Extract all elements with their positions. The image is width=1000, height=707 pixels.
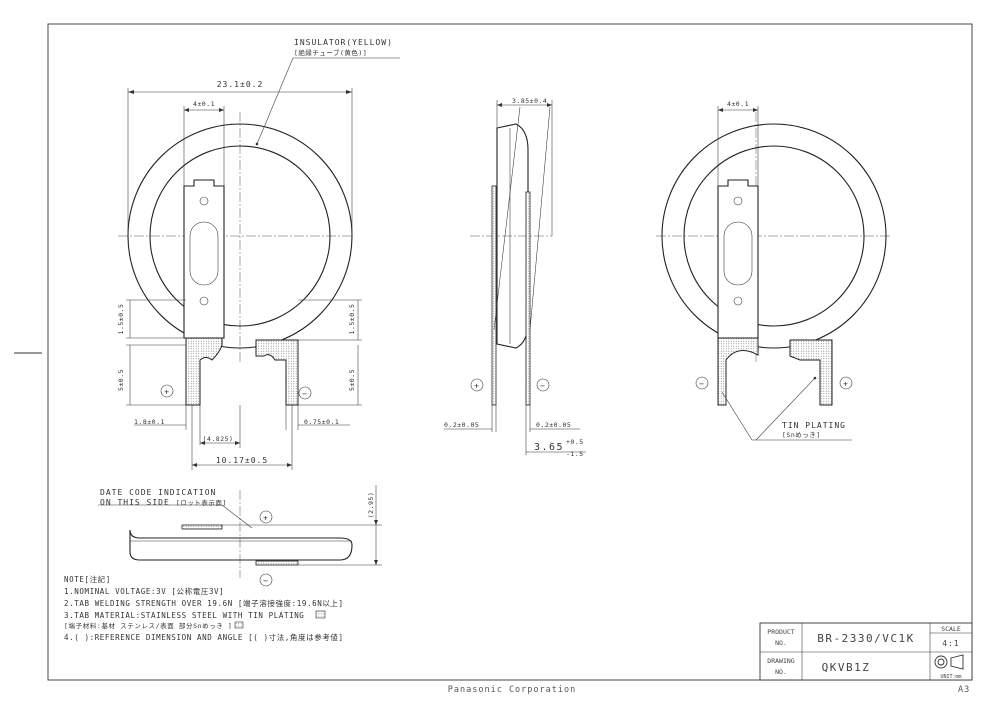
dim-bottom-height: (2.95) <box>367 492 375 518</box>
scale-label: SCALE <box>941 625 961 633</box>
side-lead-right <box>525 191 531 406</box>
date-code-line1: DATE CODE INDICATION <box>100 488 216 497</box>
dim-lead-left: 5±0.5 <box>117 369 125 391</box>
notes-block: NOTE[注記] 1.NOMINAL VOLTAGE:3V [公称電圧3V] 2… <box>64 574 344 642</box>
bottom-cell-profile <box>129 529 353 561</box>
rear-outer-circle <box>661 123 887 349</box>
side-minus-symbol: − <box>540 382 546 391</box>
sheet-frame <box>47 23 973 681</box>
rear-positive-lead <box>717 337 759 406</box>
drawing-label-2: NO. <box>775 668 787 676</box>
title-block: PRODUCT NO. BR-2330/VC1K DRAWING NO. QKV… <box>759 622 973 681</box>
bottom-tab-bottom <box>255 560 299 566</box>
negative-lead <box>255 339 299 406</box>
note-line-4: 4.( ):REFERENCE DIMENSION AND ANGLE [( )… <box>64 632 344 642</box>
dim-tab-width-front: 4±0.1 <box>193 100 215 108</box>
dim-thickness: 3.85±0.4 <box>512 97 547 105</box>
dim-hole-right: 1.5±0.5 <box>348 304 356 335</box>
dim-tab-pos: 1.8±0.1 <box>134 418 165 426</box>
date-code-jp: [ロット表示面] <box>176 498 227 507</box>
product-number: BR-2330/VC1K <box>817 632 914 645</box>
bottom-minus-symbol: − <box>263 577 269 586</box>
insulator-label-jp: [絶縁チューブ(黄色)] <box>294 48 367 57</box>
rear-negative-lead <box>789 339 833 406</box>
tin-plating-label: TIN PLATING <box>782 421 846 430</box>
notes-title: NOTE[注記] <box>64 574 111 584</box>
dim-lead-right: 5±0.5 <box>348 369 356 391</box>
product-label-2: NO. <box>775 639 787 647</box>
bottom-view: DATE CODE INDICATION ON THIS SIDE [ロット表示… <box>98 485 382 587</box>
sheet-size: A3 <box>958 685 970 695</box>
dim-height-side: 3.65 <box>534 442 564 453</box>
dim-tab-thick: 0.75±0.1 <box>304 418 339 426</box>
front-minus-symbol: − <box>302 390 308 399</box>
insulator-label: INSULATOR(YELLOW) <box>294 38 393 47</box>
note-line-2: 2.TAB WELDING STRENGTH OVER 19.6N [端子溶接強… <box>64 598 344 608</box>
company-name: Panasonic Corporation <box>448 685 576 695</box>
dim-tab-width-rear: 4±0.1 <box>727 100 749 108</box>
tin-plating-label-jp: [Snめっき] <box>782 431 821 439</box>
rear-view: 4±0.1 − + TIN PLATING [Snめっき] <box>656 100 890 441</box>
scale-value: 4:1 <box>942 639 959 648</box>
projection-symbol-icon <box>934 654 964 670</box>
date-code-line2: ON THIS SIDE <box>100 498 170 507</box>
product-label-1: PRODUCT <box>767 628 794 636</box>
note-line-1: 1.NOMINAL VOLTAGE:3V [公称電圧3V] <box>64 586 224 596</box>
front-view: INSULATOR(YELLOW) [絶縁チューブ(黄色)] 23.1±0.2 … <box>117 38 400 470</box>
rear-inner-circle <box>683 145 865 327</box>
rear-minus-symbol: − <box>699 380 705 389</box>
positive-lead <box>185 337 223 406</box>
bottom-tab-top <box>181 524 223 530</box>
dim-diameter: 23.1±0.2 <box>217 80 264 89</box>
unit-label: UNIT:mm <box>940 674 961 680</box>
dim-hole-left: 1.5±0.5 <box>117 304 125 335</box>
dim-side-thick-right: 0.2±0.05 <box>536 421 571 429</box>
front-plus-symbol: + <box>164 388 170 397</box>
note-line-3: 3.TAB MATERIAL:STAINLESS STEEL WITH TIN … <box>64 611 304 620</box>
dim-pitch-ref: (4.825) <box>203 435 234 443</box>
side-view: 3.85±0.4 + − 0.2±0.05 0.2±0.05 3.65 +0.5… <box>444 97 586 458</box>
note-line-3-jp: [端子材料:基材 ステンレス/表面 部分Snめっき ] <box>64 621 232 630</box>
rear-plus-symbol: + <box>843 380 849 389</box>
drawing-number: QKVB1Z <box>822 661 871 674</box>
dim-height-tol-minus: -1.5 <box>566 450 584 458</box>
dim-pitch: 10.17±0.5 <box>216 456 268 465</box>
cell-inner-circle <box>149 145 331 327</box>
dim-side-thick-left: 0.2±0.05 <box>444 421 479 429</box>
bottom-plus-symbol: + <box>263 514 269 523</box>
drawing-label-1: DRAWING <box>767 657 794 665</box>
dim-height-tol-plus: +0.5 <box>566 438 584 446</box>
side-plus-symbol: + <box>474 382 480 391</box>
side-lead-left <box>491 185 497 406</box>
